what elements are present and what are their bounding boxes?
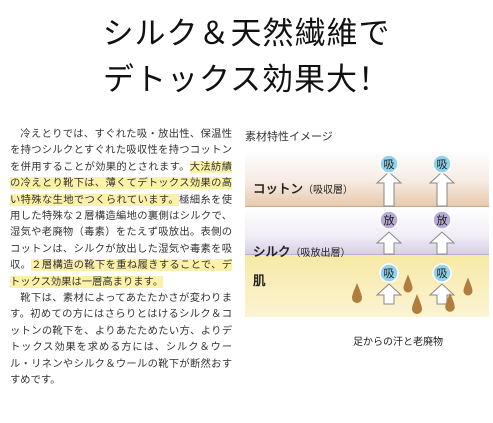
release-icon-label: 放 [384,213,395,227]
sweat-drop-icon [445,292,455,312]
highlight-layering: ２層構造の靴下を重ね履きすることで、デトックス効果は一層高まります。 [10,259,233,288]
body-text: 冷えとりでは、すぐれた吸・放出性、保温性を持つシルクとすぐれた吸収性を持つコット… [10,126,233,389]
paragraph-2: 靴下は、素材によってあたたかさが変わります。初めての方にはさらりとはけるシルク＆… [10,292,232,387]
absorb-top-icon [432,154,452,174]
diagram-title: 素材特性イメージ [245,130,333,143]
material-diagram: 素材特性イメージ コットン（吸収層） シルク（吸放出層） 肌 吸放吸吸放吸 足か… [245,128,489,348]
flow-column-2: 吸放吸 [428,154,456,305]
sweat-drop-icon [352,283,362,303]
release-icon [432,210,452,230]
sweat-drop-icon [403,274,413,293]
up-arrow [428,231,456,255]
cotton-label: コットン（吸収層） [253,178,353,197]
absorb-top-icon [379,154,399,174]
paragraph-1-structure: 極細糸を使用した特殊な２層構造編地の裏側はシルクで、湿気や老廃物（毒素）をたえず… [10,193,232,272]
absorb-bottom-icon [379,263,399,283]
up-arrow [375,171,403,207]
headline-line-2: デトックス効果大！ [102,62,391,98]
cotton-label-sub: （吸収層） [303,185,354,196]
sweat-drop-icon [412,294,422,314]
absorb-bottom-icon [432,263,452,283]
silk-label-main: シルク [253,244,291,259]
absorb-bottom-icon-label: 吸 [384,267,395,280]
headline-line-1: シルク＆天然繊維で [102,16,391,52]
diagram-caption: 足からの汗と老廃物 [353,337,443,348]
flow-column-1: 吸放吸 [375,154,403,305]
up-arrow [375,231,403,255]
skin-label-main: 肌 [253,273,266,288]
absorb-top-icon-label: 吸 [384,158,395,171]
paragraph-1-intro: 冷えとりでは、すぐれた吸・放出性、保温性を持つシルクとすぐれた吸収性を持つコット… [10,128,232,173]
absorb-top-icon-label: 吸 [437,158,448,171]
release-icon [379,210,399,230]
silk-label: シルク（吸放出層） [253,241,351,260]
up-arrow [375,283,403,305]
cotton-label-main: コットン [253,181,304,196]
silk-label-sub: （吸放出層） [290,248,351,259]
release-icon-label: 放 [437,213,448,227]
up-arrow [428,171,456,207]
skin-label: 肌 [253,270,266,289]
absorb-bottom-icon-label: 吸 [437,267,448,280]
paragraph-1: 冷えとりでは、すぐれた吸・放出性、保温性を持つシルクとすぐれた吸収性を持つコット… [10,126,233,290]
sweat-drop-icon [463,277,473,296]
